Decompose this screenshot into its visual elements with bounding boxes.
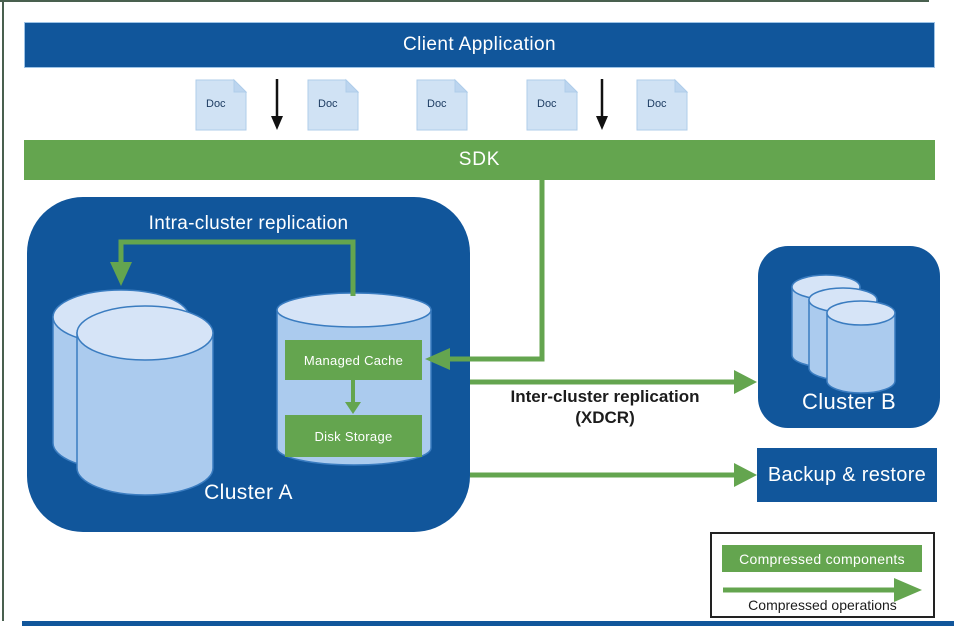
frame-bottom-bar bbox=[22, 621, 954, 626]
cluster-b-label: Cluster B bbox=[801, 389, 897, 414]
disk-storage-box: Disk Storage bbox=[285, 415, 422, 457]
inter-cluster-line2: (XDCR) bbox=[575, 408, 635, 427]
backup-restore-box: Backup & restore bbox=[757, 448, 937, 502]
legend-compressed-components-box: Compressed components bbox=[722, 545, 922, 572]
intra-cluster-replication-title: Intra-cluster replication bbox=[148, 213, 349, 234]
inter-cluster-replication-label: Inter-cluster replication (XDCR) bbox=[470, 386, 740, 428]
doc-fold-corner bbox=[233, 78, 689, 93]
managed-cache-box: Managed Cache bbox=[285, 340, 422, 380]
sdk-bar: SDK bbox=[24, 140, 935, 180]
cluster-a-label: Cluster A bbox=[204, 481, 293, 504]
inter-cluster-line1: Inter-cluster replication bbox=[510, 387, 700, 406]
backup-arrow bbox=[470, 463, 757, 487]
doc-label: Doc bbox=[318, 98, 338, 110]
managed-cache-label: Managed Cache bbox=[303, 352, 404, 368]
client-application-label: Client Application bbox=[403, 34, 556, 55]
client-application-bar: Client Application bbox=[24, 22, 935, 68]
doc-label: Doc bbox=[537, 98, 557, 110]
doc-label: Doc bbox=[206, 98, 226, 110]
doc-label: Doc bbox=[427, 98, 447, 110]
legend-compressed-components-label: Compressed components bbox=[739, 550, 905, 567]
frame-top-line bbox=[0, 0, 929, 2]
legend-compressed-operations-label: Compressed operations bbox=[748, 597, 897, 613]
frame-left-line bbox=[2, 0, 4, 621]
backup-restore-label: Backup & restore bbox=[767, 463, 927, 486]
doc-label: Doc bbox=[647, 98, 667, 110]
disk-storage-label: Disk Storage bbox=[314, 428, 393, 444]
sdk-label: SDK bbox=[458, 149, 501, 170]
